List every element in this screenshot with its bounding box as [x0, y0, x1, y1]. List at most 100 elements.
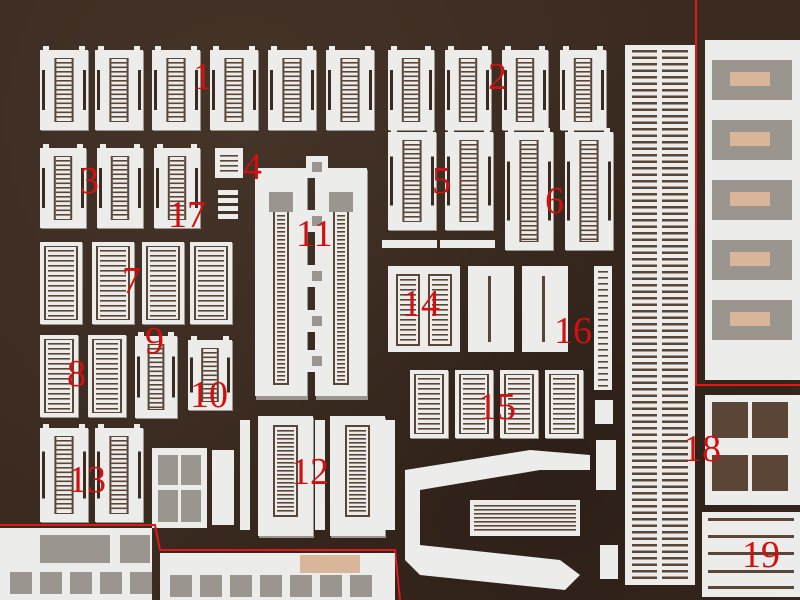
part-6-1-rung — [581, 189, 597, 191]
comb-tooth — [662, 427, 688, 430]
part-label-5: 5 — [432, 160, 451, 202]
part-5-0-rung — [404, 153, 420, 155]
part-7-1-rung — [100, 305, 126, 307]
part-2-0-rung — [403, 107, 419, 109]
part-16-rung — [598, 325, 608, 327]
comb-tooth — [632, 537, 657, 540]
part-1-4-rung — [284, 89, 300, 91]
comb-tooth — [632, 310, 657, 313]
part-6-0-rung — [521, 157, 537, 160]
part-1-2-rung — [168, 116, 184, 118]
part-7-0-rung — [48, 275, 74, 277]
part-14-rung — [400, 284, 416, 286]
part-16-rung — [598, 385, 608, 387]
part-2-0-rung — [403, 62, 419, 64]
bottom-panel-2-piece-4 — [290, 575, 312, 597]
part-16-rung — [598, 277, 608, 279]
part-2-3-tab — [563, 46, 569, 52]
comb-tooth — [632, 511, 657, 514]
part-11-rung — [337, 231, 345, 233]
part-11-rung — [337, 375, 345, 377]
comb-tooth — [662, 69, 688, 72]
part-12-rung — [349, 430, 366, 432]
comb-tooth — [632, 160, 657, 163]
comb-tooth — [662, 498, 688, 501]
part-2-2-tab — [505, 46, 511, 52]
part-6-1-cut — [567, 161, 570, 221]
part-8-1-rung — [96, 348, 118, 350]
part-1-3-tab — [213, 46, 219, 52]
comb-tooth — [632, 427, 657, 430]
part-3-0-rung — [55, 205, 71, 207]
part-3-1-rung — [112, 160, 128, 162]
part-12-rung — [277, 486, 294, 488]
comb-tooth — [632, 212, 657, 215]
part-15-1-rung — [463, 393, 485, 395]
part-11-rung — [277, 231, 285, 233]
comb-tooth — [632, 141, 657, 144]
part-13-0-rung — [56, 507, 72, 510]
part-3-2-rung — [169, 187, 185, 189]
part-7-1-rung — [100, 265, 126, 267]
part-1-1-rung — [111, 66, 127, 69]
part-11-rung — [277, 247, 285, 249]
part-14-rung — [432, 324, 448, 326]
comb-tooth — [662, 485, 688, 488]
part-15-3-rung — [553, 403, 575, 405]
comb-tooth — [632, 355, 657, 358]
comb-tooth — [662, 63, 688, 66]
part-7-1-rung — [100, 275, 126, 277]
part-12-strip-2 — [385, 420, 395, 530]
part-1-0-rung — [56, 102, 72, 105]
part-11-rung — [337, 319, 345, 321]
part-15-0-rung — [418, 398, 440, 400]
part-12-rung — [349, 450, 366, 452]
comb-tooth — [632, 69, 657, 72]
part-5-0-rung — [404, 157, 420, 160]
part-label-16: 16 — [554, 310, 592, 352]
part-7-2-rung — [150, 310, 176, 312]
part-5-0-rung — [404, 180, 420, 182]
part-11-rung — [277, 347, 285, 349]
part-10-cut — [190, 357, 193, 393]
part-7-2-rung — [150, 295, 176, 297]
part-13-1-cut — [138, 451, 141, 499]
part-label-3: 3 — [80, 160, 99, 202]
part-3-1-rung — [112, 164, 128, 167]
part-6-0-rung — [521, 184, 537, 187]
part-11-rung — [337, 227, 345, 229]
part-grille-rung — [474, 521, 576, 523]
part-12-rung — [277, 478, 294, 480]
part-7-1-rung — [100, 290, 126, 292]
part-12-rung — [349, 458, 366, 460]
comb-tooth — [662, 121, 688, 124]
part-15-3-rung — [553, 408, 575, 410]
part-10-cut — [227, 357, 230, 393]
part-7-3-rung — [198, 285, 224, 287]
part-11-rung — [337, 339, 345, 341]
part-5-1-rung — [461, 157, 477, 160]
part-11-rung — [337, 351, 345, 353]
part-14-rung — [432, 284, 448, 286]
part-1-3-rung — [226, 89, 242, 91]
part-15-2-rung — [508, 403, 530, 405]
comb-tooth — [632, 440, 657, 443]
part-12-strip-0 — [240, 420, 250, 530]
part-8-0-rung — [48, 378, 70, 380]
part-1-4-rung — [284, 71, 300, 73]
part-11-rung — [337, 331, 345, 333]
part-7-0-rung — [48, 255, 74, 257]
part-9-rung — [149, 361, 163, 364]
part-4-rung — [220, 165, 238, 167]
comb-tooth — [632, 193, 657, 196]
part-9-rung — [149, 393, 163, 395]
part-5-0-rung — [404, 184, 420, 187]
part-15-0-rung — [418, 423, 440, 425]
part-3-2-rung — [169, 205, 185, 207]
comb-tooth — [662, 141, 688, 144]
part-8-0-rung — [48, 398, 70, 400]
part-2-0-cut — [429, 70, 432, 110]
part-6-1-cut — [608, 161, 611, 221]
part-2-2-rung — [517, 71, 533, 73]
part-15-2-rung — [508, 393, 530, 395]
